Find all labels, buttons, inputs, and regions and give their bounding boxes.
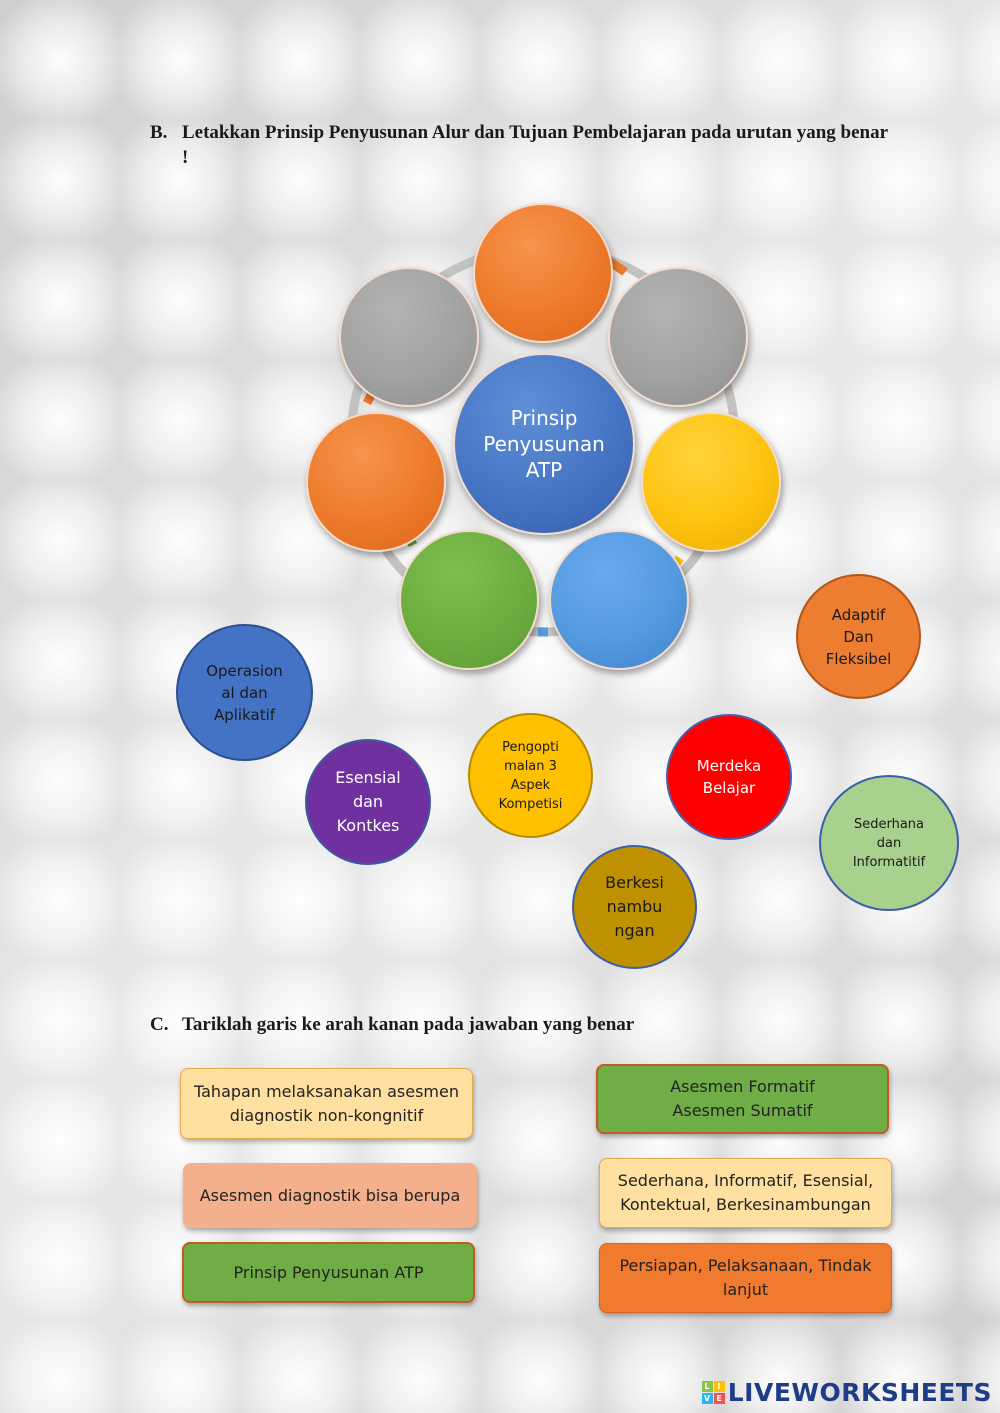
answer-merdeka[interactable]: Merdeka Belajar	[666, 714, 792, 840]
match-right-3[interactable]: Persiapan, Pelaksanaan, Tindak lanjut	[599, 1243, 892, 1313]
section-b-heading: B. Letakkan Prinsip Penyusunan Alur dan …	[150, 120, 890, 170]
answer-operasional-label: Operasion al dan Aplikatif	[206, 661, 283, 724]
answer-berkesinambungan[interactable]: Berkesi nambu ngan	[572, 845, 697, 969]
liveworksheets-logo: L I V E LIVEWORKSHEETS	[701, 1378, 992, 1407]
diagram-slot-7[interactable]	[339, 267, 479, 407]
section-b-instruction: Letakkan Prinsip Penyusunan Alur dan Tuj…	[182, 122, 888, 168]
answer-sederhana[interactable]: Sederhana dan Informatitif	[819, 775, 959, 911]
diagram-slot-2[interactable]	[608, 267, 748, 407]
liveworksheets-brand: LIVEWORKSHEETS	[727, 1378, 992, 1407]
match-left-1[interactable]: Tahapan melaksanakan asesmen diagnostik …	[180, 1068, 473, 1139]
match-left-3[interactable]: Prinsip Penyusunan ATP	[182, 1242, 475, 1303]
answer-berkesinambungan-label: Berkesi nambu ngan	[605, 873, 664, 940]
answer-sederhana-label: Sederhana dan Informatitif	[852, 816, 926, 870]
logo-letter-l: L	[701, 1381, 713, 1392]
answer-merdeka-label: Merdeka Belajar	[696, 757, 762, 797]
diagram-slot-4[interactable]	[549, 530, 689, 670]
answer-pengoptimalan-label: Pengopti malan 3 Aspek Kompetisi	[498, 739, 563, 812]
answer-operasional[interactable]: Operasion al dan Aplikatif	[176, 624, 313, 761]
diagram-center: Prinsip Penyusunan ATP	[453, 353, 635, 535]
match-right-1[interactable]: Asesmen Formatif Asesmen Sumatif	[596, 1064, 889, 1134]
logo-letter-e: E	[713, 1393, 725, 1404]
diagram-slot-5[interactable]	[399, 530, 539, 670]
answer-esensial-label: Esensial dan Kontkes	[335, 768, 401, 835]
answer-adaptif[interactable]: Adaptif Dan Fleksibel	[796, 574, 921, 699]
diagram-slot-6[interactable]	[306, 412, 446, 552]
liveworksheets-logo-icon: L I V E	[701, 1381, 725, 1404]
diagram-slot-3[interactable]	[641, 412, 781, 552]
diagram-slot-1[interactable]	[473, 203, 613, 343]
diagram-center-label: Prinsip Penyusunan ATP	[483, 406, 605, 482]
answer-adaptif-label: Adaptif Dan Fleksibel	[825, 605, 892, 668]
section-c-heading: C. Tariklah garis ke arah kanan pada jaw…	[150, 1012, 890, 1037]
logo-letter-i: I	[713, 1381, 725, 1392]
logo-letter-v: V	[701, 1393, 713, 1404]
answer-esensial[interactable]: Esensial dan Kontkes	[305, 739, 431, 865]
match-left-2[interactable]: Asesmen diagnostik bisa berupa	[183, 1163, 477, 1228]
answer-pengoptimalan[interactable]: Pengopti malan 3 Aspek Kompetisi	[468, 713, 593, 838]
match-right-2[interactable]: Sederhana, Informatif, Esensial, Kontekt…	[599, 1158, 892, 1228]
section-c-instruction: Tariklah garis ke arah kanan pada jawaba…	[182, 1014, 635, 1035]
section-c-number: C.	[150, 1014, 169, 1035]
section-b-number: B.	[150, 122, 168, 143]
